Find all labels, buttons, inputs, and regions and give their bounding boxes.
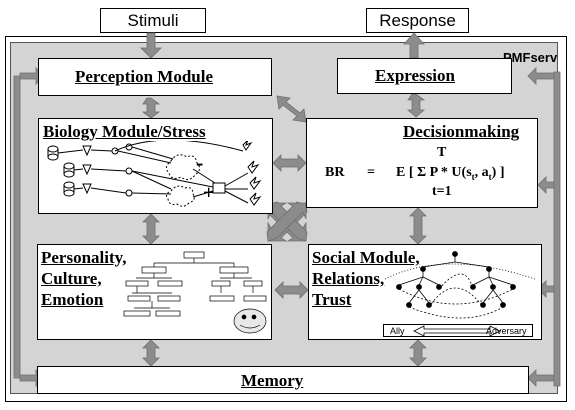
personality-title-line1: Personality, xyxy=(41,248,127,267)
bolt-4 xyxy=(242,141,253,151)
perception-module-box: Perception Module xyxy=(38,58,272,96)
node-3 xyxy=(125,167,133,175)
personality-title-line2: Culture, xyxy=(41,269,102,288)
formula-equals: = xyxy=(367,165,375,180)
response-box: Response xyxy=(366,8,469,33)
stimuli-down-arrow xyxy=(140,32,162,59)
adversary-label: Adversary xyxy=(486,326,527,336)
bolt-3 xyxy=(249,192,262,206)
decisionmaking-title: Decisionmaking xyxy=(403,122,520,141)
personality-module-box: Personality, Culture, Emotion xyxy=(37,244,272,340)
response-label: Response xyxy=(379,11,456,30)
memory-box: Memory xyxy=(37,366,529,394)
social-network-diagram xyxy=(385,251,536,319)
biology-decision-arrow xyxy=(272,154,307,172)
right-loop-memory-arrow xyxy=(527,369,555,387)
decisionmaking-box: Decisionmaking T BR = E [ Σ P * U(st, at… xyxy=(306,118,538,208)
formula-upper-limit: T xyxy=(437,145,447,160)
decision-social-arrow xyxy=(409,207,427,245)
social-memory-arrow xyxy=(409,339,427,367)
biology-module-box: Biology Module/Stress xyxy=(38,118,273,214)
formula-lhs: BR xyxy=(325,165,345,180)
perception-module-title: Perception Module xyxy=(75,67,214,86)
stimuli-box: Stimuli xyxy=(100,8,206,33)
node-4 xyxy=(125,189,133,197)
valve-3 xyxy=(82,183,92,195)
summing-box xyxy=(212,182,226,194)
center-cross-arrows xyxy=(266,201,308,242)
stimuli-label: Stimuli xyxy=(127,11,179,30)
social-title-line1: Social Module, xyxy=(312,248,420,267)
expression-decision-arrow xyxy=(406,93,426,118)
tank-2 xyxy=(63,162,75,170)
ally-adversary-double-arrow xyxy=(413,325,501,337)
biology-plus-sign: + xyxy=(203,182,215,204)
right-loop-line xyxy=(553,71,561,387)
bolt-1 xyxy=(247,160,260,174)
memory-title: Memory xyxy=(241,371,304,390)
ally-label: Ally xyxy=(390,326,405,336)
valve-1 xyxy=(82,145,92,157)
right-loop-social-arrow xyxy=(537,280,555,298)
formula-expression: E [ Σ P * U(st, at) ] xyxy=(396,165,505,182)
right-loop-expr-arrow xyxy=(527,67,555,85)
left-loop-line xyxy=(13,75,21,379)
ally-adversary-scale: Ally Adversary xyxy=(383,324,533,337)
biology-module-title: Biology Module/Stress xyxy=(43,122,206,141)
goal-tree-diagram xyxy=(123,251,267,334)
bolt-2 xyxy=(249,176,262,190)
personality-social-arrow xyxy=(274,281,309,299)
personality-memory-arrow xyxy=(142,339,160,367)
social-title-line2: Relations, xyxy=(312,269,385,288)
tank-1 xyxy=(47,145,59,153)
perception-biology-arrow xyxy=(141,97,161,119)
biology-minus-sign: - xyxy=(196,150,204,175)
expression-title: Expression xyxy=(375,66,455,85)
right-loop-decision-arrow xyxy=(537,176,555,194)
social-module-box: Social Module, Relations, Trust xyxy=(308,244,542,340)
biology-network-diagram xyxy=(47,141,262,207)
tank-3 xyxy=(63,181,75,189)
social-title-line3: Trust xyxy=(312,290,352,309)
cloud-2 xyxy=(166,185,195,207)
biology-personality-arrow xyxy=(142,213,160,245)
personality-title-line3: Emotion xyxy=(41,290,104,309)
pmfserv-label: PMFserv xyxy=(503,50,558,65)
perception-decision-arrow xyxy=(276,95,307,123)
masks-icon xyxy=(233,308,267,334)
response-up-arrow xyxy=(403,32,425,59)
valve-2 xyxy=(82,164,92,176)
formula-lower-limit: t=1 xyxy=(432,184,452,199)
expression-box: Expression xyxy=(337,58,512,94)
